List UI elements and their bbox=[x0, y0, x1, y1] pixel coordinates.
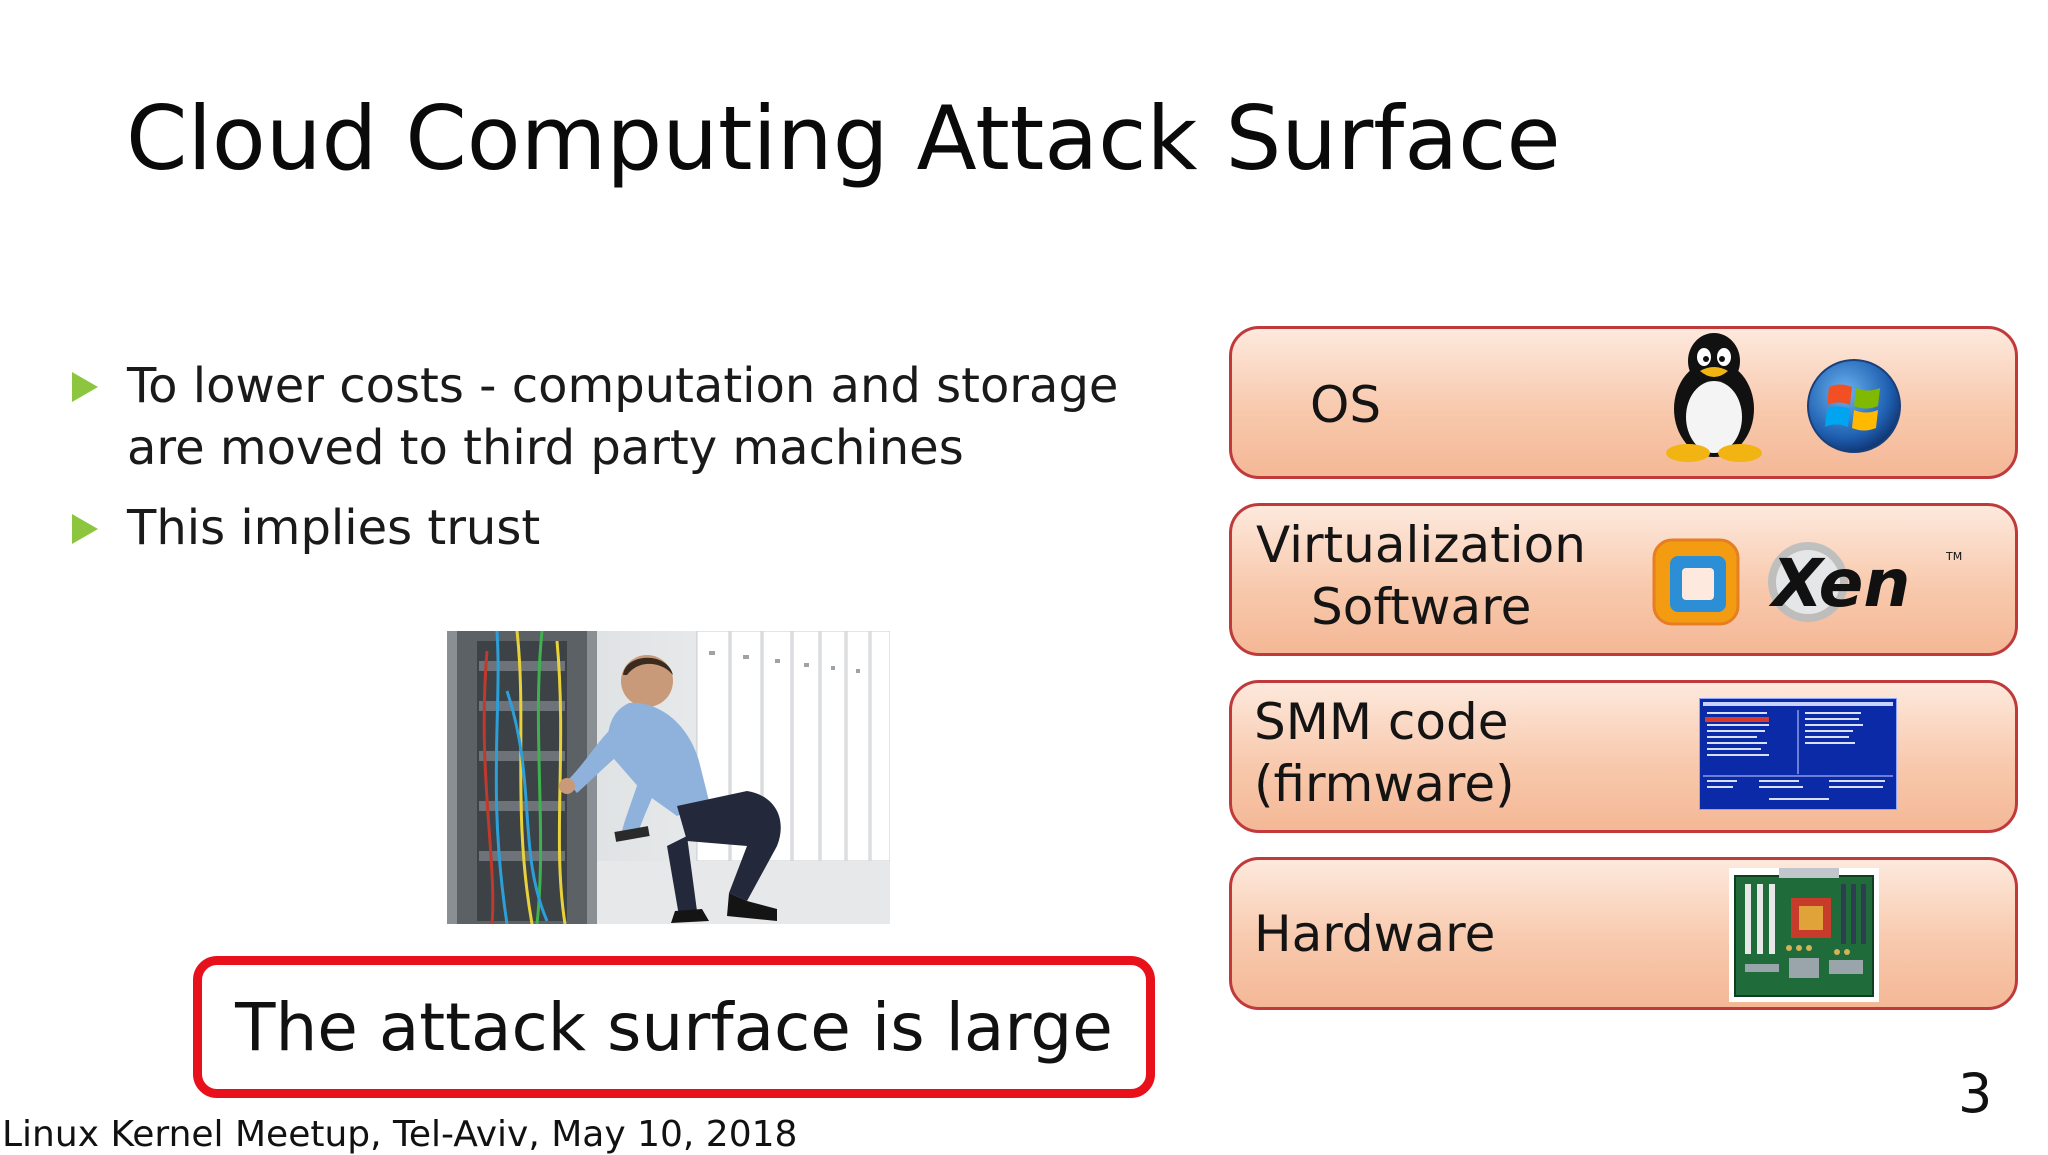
layer-label: OS bbox=[1310, 376, 1382, 434]
bullet-text-line: To lower costs - computation and storage bbox=[127, 358, 1119, 414]
layer-virtualization: Virtualization Software Xen TM bbox=[1229, 503, 2018, 656]
bullet-item: This implies trust bbox=[68, 497, 1178, 559]
layer-label: Software bbox=[1311, 578, 1532, 636]
bullet-text-line: This implies trust bbox=[127, 500, 541, 556]
layer-label: Virtualization bbox=[1256, 516, 1586, 574]
layer-smm-code: SMM code (firmware) bbox=[1229, 680, 2018, 833]
bullet-list: To lower costs - computation and storage… bbox=[68, 355, 1178, 577]
bullet-item: To lower costs - computation and storage… bbox=[68, 355, 1178, 479]
xen-wordmark: Xen bbox=[1768, 545, 1910, 622]
bullet-text-line: are moved to third party machines bbox=[127, 420, 964, 476]
technician-photo bbox=[447, 631, 890, 924]
layer-label: SMM code bbox=[1254, 693, 1509, 751]
page-number: 3 bbox=[1958, 1062, 1993, 1125]
windows-logo-icon bbox=[1807, 359, 1901, 453]
slide-title: Cloud Computing Attack Surface bbox=[126, 87, 1561, 190]
layer-hardware: Hardware bbox=[1229, 857, 2018, 1010]
slide-footer: Linux Kernel Meetup, Tel-Aviv, May 10, 2… bbox=[2, 1114, 798, 1155]
layer-os: OS bbox=[1229, 326, 2018, 479]
attack-surface-callout: The attack surface is large bbox=[193, 956, 1155, 1098]
bullet-triangle-icon bbox=[72, 514, 98, 544]
tux-penguin-icon bbox=[1666, 333, 1762, 462]
motherboard-image bbox=[1729, 868, 1879, 1002]
bullet-triangle-icon bbox=[72, 372, 98, 402]
layer-label: Hardware bbox=[1254, 905, 1496, 963]
bios-setup-screen-image bbox=[1699, 698, 1897, 810]
xen-logo: Xen TM bbox=[1768, 542, 1962, 622]
vmware-logo-icon bbox=[1652, 538, 1740, 626]
layer-label: (firmware) bbox=[1254, 755, 1515, 813]
xen-trademark: TM bbox=[1945, 550, 1962, 563]
